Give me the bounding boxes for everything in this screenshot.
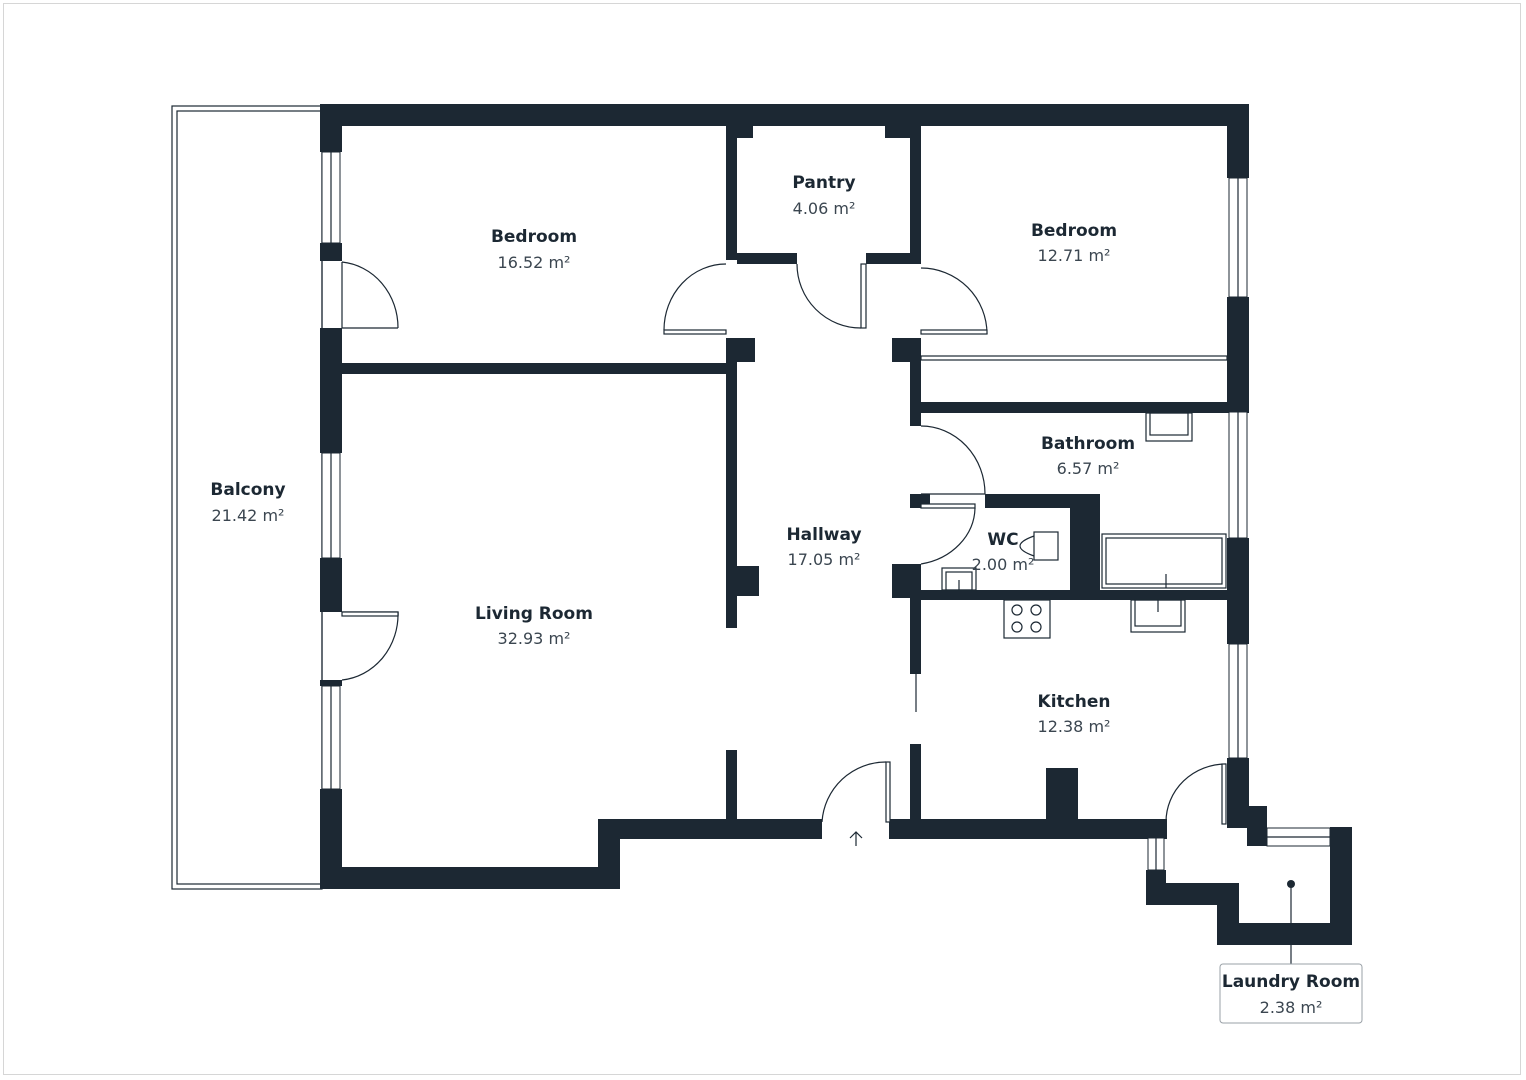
room-name-bathroom: Bathroom — [1041, 434, 1135, 454]
room-name-living-room: Living Room — [475, 604, 593, 624]
room-name-pantry: Pantry — [792, 173, 855, 193]
room-area-wc: 2.00 m² — [972, 555, 1035, 574]
room-name-hallway: Hallway — [786, 525, 861, 545]
doors — [341, 261, 1227, 846]
room-name-bedroom-2: Bedroom — [1031, 221, 1117, 241]
room-area-balcony: 21.42 m² — [212, 506, 285, 525]
room-labels: Bedroom 16.52 m² Pantry 4.06 m² Bedroom … — [210, 173, 1360, 1017]
room-area-laundry-room: 2.38 m² — [1260, 998, 1323, 1017]
room-area-hallway: 17.05 m² — [788, 550, 861, 569]
room-area-bedroom-2: 12.71 m² — [1038, 246, 1111, 265]
room-name-bedroom-1: Bedroom — [491, 227, 577, 247]
walls — [320, 104, 1352, 945]
room-name-balcony: Balcony — [210, 480, 285, 500]
room-area-bedroom-1: 16.52 m² — [498, 253, 571, 272]
room-name-kitchen: Kitchen — [1038, 692, 1111, 712]
windows — [321, 151, 1331, 871]
page-frame — [3, 3, 1521, 1075]
room-area-kitchen: 12.38 m² — [1038, 717, 1111, 736]
room-area-living-room: 32.93 m² — [498, 629, 571, 648]
room-area-bathroom: 6.57 m² — [1057, 459, 1120, 478]
fixtures — [920, 355, 1363, 1024]
room-name-laundry-room: Laundry Room — [1222, 972, 1360, 992]
room-name-wc: WC — [987, 530, 1018, 550]
room-area-pantry: 4.06 m² — [793, 199, 856, 218]
laundry-label-box — [1219, 963, 1363, 1024]
